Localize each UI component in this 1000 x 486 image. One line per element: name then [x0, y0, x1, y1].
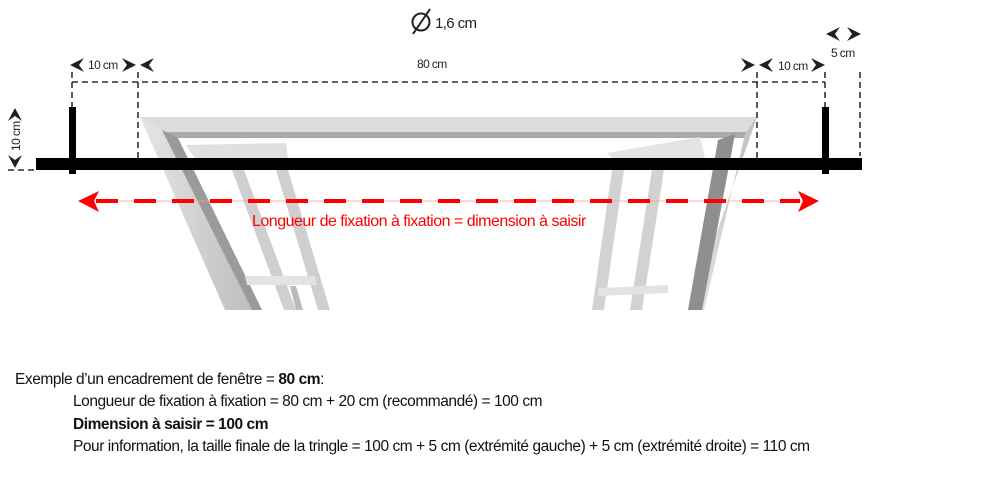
- dimension-guides: [8, 72, 861, 171]
- window-width-label: 80 cm: [417, 57, 447, 71]
- curtain-rod: [36, 158, 862, 170]
- fixation-length-arrow: [78, 191, 819, 212]
- chevron-left-icon: [826, 27, 840, 41]
- left-bracket: [69, 107, 76, 174]
- chevron-left-icon: [70, 58, 84, 72]
- chevron-left-icon: [140, 58, 154, 72]
- chevron-right-icon: [847, 27, 861, 41]
- chevron-right-icon: [741, 58, 755, 72]
- example-heading: Exemple d’un encadrement de fenêtre = 80…: [15, 371, 324, 388]
- dimension-arrowheads: [8, 27, 861, 168]
- example-value: 80 cm: [278, 371, 321, 388]
- chevron-down-icon: [8, 155, 22, 168]
- chevron-left-icon: [759, 58, 773, 72]
- final-size-line: Pour information, la taille finale de la…: [73, 437, 810, 455]
- diameter-label: 1,6 cm: [435, 15, 477, 32]
- chevron-up-icon: [8, 108, 22, 121]
- fixation-caption: Longueur de fixation à fixation = dimens…: [252, 213, 587, 230]
- bracket-height-label: 10 cm: [9, 121, 23, 151]
- example-notes: Exemple d’un encadrement de fenêtre = 80…: [15, 369, 810, 458]
- window-illustration: [140, 117, 757, 310]
- chevron-right-icon: [122, 58, 136, 72]
- chevron-right-icon: [811, 58, 825, 72]
- end-cap-label: 5 cm: [831, 46, 855, 60]
- fixation-length-line: Longueur de fixation à fixation = 80 cm …: [73, 393, 543, 411]
- diameter-icon: [411, 8, 431, 35]
- right-offset-label: 10 cm: [778, 59, 808, 73]
- left-offset-label: 10 cm: [88, 58, 118, 72]
- dimension-to-enter-line: Dimension à saisir = 100 cm: [73, 415, 269, 433]
- right-bracket: [822, 107, 829, 174]
